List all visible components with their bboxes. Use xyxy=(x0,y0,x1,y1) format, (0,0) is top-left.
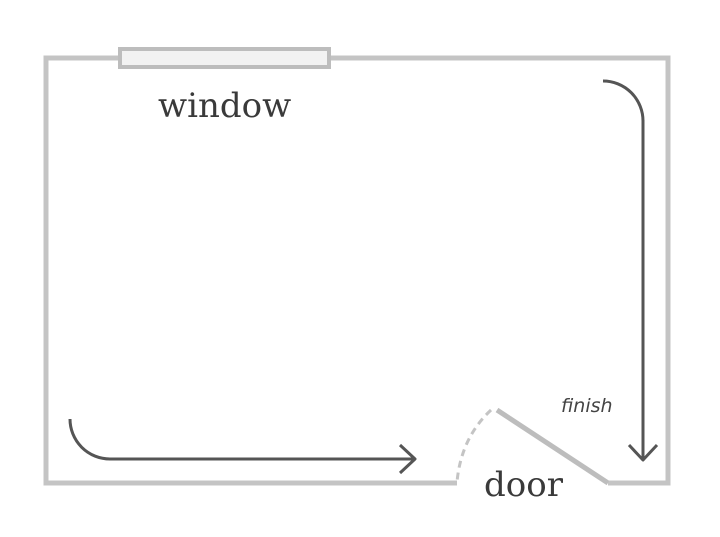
door-swing-arc xyxy=(455,408,493,483)
room-wall xyxy=(43,55,671,486)
path-top-right-corner xyxy=(602,79,645,122)
path-start-arrowhead xyxy=(398,443,417,475)
window-frame xyxy=(118,47,331,69)
window-label: window xyxy=(158,86,291,126)
finish-label: finish xyxy=(561,395,613,417)
path-finish-arrowhead xyxy=(627,443,659,462)
door-label: door xyxy=(484,465,564,505)
path-bottom-left-corner xyxy=(68,418,111,461)
door-leaf xyxy=(495,407,610,486)
